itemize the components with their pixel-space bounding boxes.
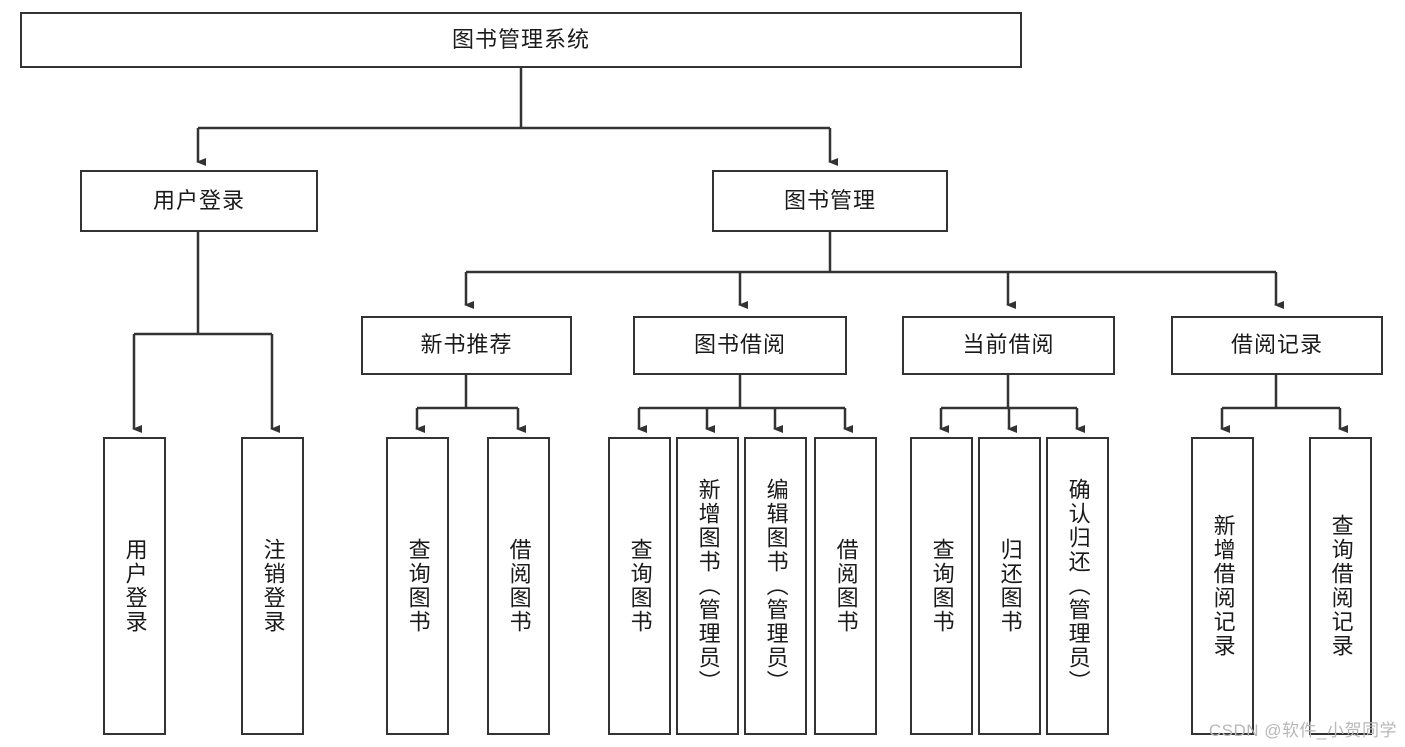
node-leaf-borrow-book-2[interactable]: 借阅图书 xyxy=(814,437,877,735)
node-label: 查询图书 xyxy=(405,538,431,634)
node-current-borrow[interactable]: 当前借阅 xyxy=(902,316,1115,375)
node-leaf-return-book[interactable]: 归还图书 xyxy=(978,437,1041,735)
node-label: 图书借阅 xyxy=(693,332,786,358)
node-leaf-add-record[interactable]: 新增借阅记录 xyxy=(1191,437,1254,735)
node-label: 借阅图书 xyxy=(833,538,859,634)
node-label: 图书管理 xyxy=(783,187,876,213)
node-label: 查询借阅记录 xyxy=(1328,514,1354,658)
node-label: 新书推荐 xyxy=(420,332,513,358)
node-leaf-query-book-2[interactable]: 查询图书 xyxy=(608,437,671,735)
node-leaf-query-record[interactable]: 查询借阅记录 xyxy=(1309,437,1372,735)
node-label: 用户登录 xyxy=(152,187,245,213)
node-user-login[interactable]: 用户登录 xyxy=(80,170,318,232)
csdn-watermark: CSDN @软件_小贺同学 xyxy=(1208,721,1397,740)
node-new-book-recommend[interactable]: 新书推荐 xyxy=(361,316,572,375)
node-label: 借阅图书 xyxy=(506,538,532,634)
node-leaf-confirm-return[interactable]: 确认归还（管理员） xyxy=(1046,437,1109,735)
node-leaf-logout-login[interactable]: 注销登录 xyxy=(241,437,304,735)
node-leaf-query-book-3[interactable]: 查询图书 xyxy=(910,437,973,735)
node-book-borrow[interactable]: 图书借阅 xyxy=(633,316,847,375)
node-book-management[interactable]: 图书管理 xyxy=(712,170,948,232)
node-label: 查询图书 xyxy=(627,538,653,634)
node-leaf-add-book[interactable]: 新增图书（管理员） xyxy=(676,437,739,735)
node-label: 用户登录 xyxy=(122,538,148,634)
node-leaf-user-login[interactable]: 用户登录 xyxy=(103,437,166,735)
node-leaf-edit-book[interactable]: 编辑图书（管理员） xyxy=(744,437,807,735)
node-label: 图书管理系统 xyxy=(451,26,590,52)
node-label: 当前借阅 xyxy=(962,332,1055,358)
node-label: 查询图书 xyxy=(929,538,955,634)
node-label: 新增图书（管理员） xyxy=(695,478,721,694)
node-root-book-management-system[interactable]: 图书管理系统 xyxy=(20,12,1022,68)
node-label: 借阅记录 xyxy=(1230,332,1323,358)
node-label: 归还图书 xyxy=(997,538,1023,634)
node-label: 注销登录 xyxy=(260,538,286,634)
node-borrow-record[interactable]: 借阅记录 xyxy=(1171,316,1383,375)
node-leaf-query-book-1[interactable]: 查询图书 xyxy=(386,437,449,735)
node-label: 确认归还（管理员） xyxy=(1065,478,1091,694)
node-label: 新增借阅记录 xyxy=(1210,514,1236,658)
node-label: 编辑图书（管理员） xyxy=(763,478,789,694)
node-leaf-borrow-book-1[interactable]: 借阅图书 xyxy=(487,437,550,735)
